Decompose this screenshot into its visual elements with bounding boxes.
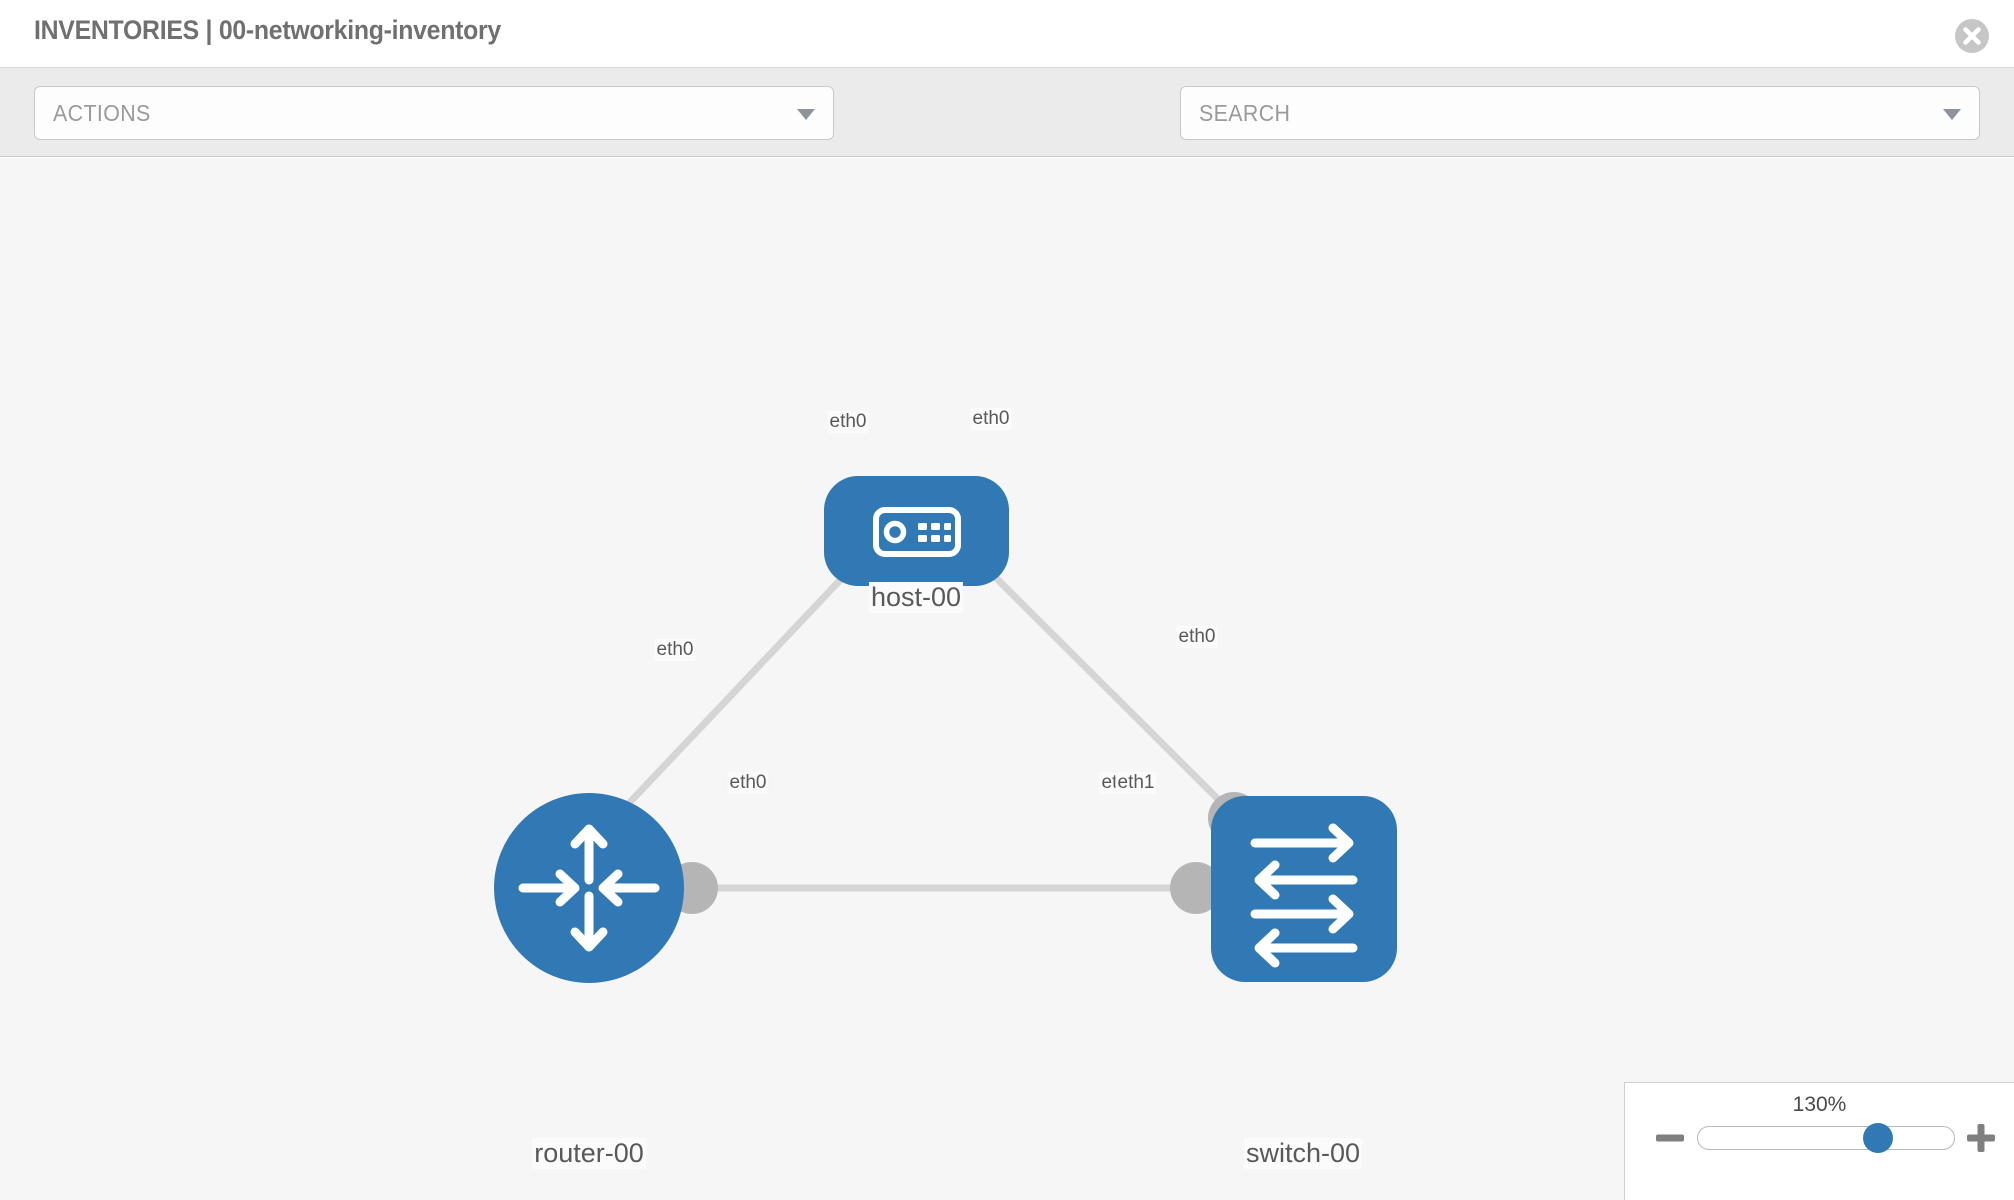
topology-graph bbox=[494, 476, 1397, 983]
actions-dropdown-label: ACTIONS bbox=[53, 100, 151, 126]
toolbar: ACTIONS SEARCH bbox=[0, 68, 2014, 198]
edge-host-router bbox=[612, 535, 883, 821]
node-label-switch: switch-00 bbox=[1243, 1138, 1363, 1169]
server-icon bbox=[873, 507, 961, 557]
zoom-control-panel: 130% bbox=[1624, 1082, 2014, 1200]
edge-label: eth0 bbox=[727, 772, 769, 794]
node-label-host: host-00 bbox=[868, 582, 964, 613]
zoom-out-button[interactable] bbox=[1653, 1121, 1687, 1155]
zoom-in-button[interactable] bbox=[1964, 1121, 1998, 1155]
search-input[interactable]: SEARCH bbox=[1180, 86, 1980, 140]
search-placeholder: SEARCH bbox=[1199, 100, 1291, 126]
close-icon[interactable] bbox=[1954, 18, 1990, 54]
topology-edges bbox=[612, 535, 1248, 892]
page-header: INVENTORIES | 00-networking-inventory bbox=[0, 0, 2014, 68]
actions-dropdown[interactable]: ACTIONS bbox=[34, 86, 834, 140]
node-host-00[interactable] bbox=[824, 476, 1009, 586]
node-label-router: router-00 bbox=[532, 1138, 646, 1169]
edge-label: eth0 bbox=[827, 411, 869, 433]
topology-canvas[interactable]: eth0 eth0 eth0 eth0 eth0 eth0 eth1 host-… bbox=[0, 158, 2014, 1200]
zoom-slider-thumb[interactable] bbox=[1863, 1123, 1893, 1153]
edge-label: eth0 bbox=[970, 408, 1012, 430]
zoom-level-label: 130% bbox=[1792, 1093, 1847, 1116]
chevron-down-icon bbox=[1943, 109, 1961, 120]
node-switch-00[interactable] bbox=[1211, 796, 1397, 982]
port-switch-left bbox=[1170, 862, 1222, 914]
page-title: INVENTORIES | 00-networking-inventory bbox=[34, 15, 501, 45]
zoom-slider[interactable] bbox=[1697, 1126, 1955, 1150]
chevron-down-icon bbox=[797, 109, 815, 120]
node-router-00[interactable] bbox=[494, 793, 684, 983]
edge-label: eth0 bbox=[654, 639, 696, 661]
switch-arrows-icon bbox=[1250, 823, 1358, 968]
edge-host-switch bbox=[953, 535, 1248, 829]
edge-label: eth1 bbox=[1115, 772, 1157, 794]
edge-label: eth0 bbox=[1176, 626, 1218, 648]
router-arrows-icon bbox=[518, 824, 660, 952]
